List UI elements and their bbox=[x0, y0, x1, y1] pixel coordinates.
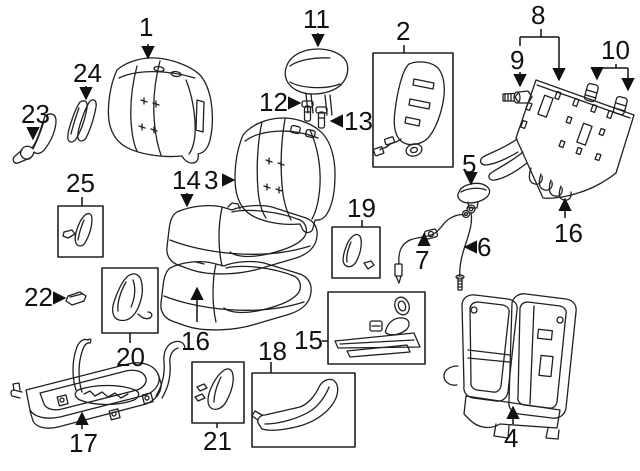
callout-10: 10 bbox=[601, 35, 630, 65]
part-25-box bbox=[57, 205, 104, 258]
callout-3: 3 bbox=[204, 165, 219, 195]
callout-5: 5 bbox=[462, 149, 477, 179]
bolt-9-drawing bbox=[502, 90, 533, 104]
callout-4: 4 bbox=[504, 423, 519, 453]
callout-14: 14 bbox=[172, 165, 201, 195]
part-21-box bbox=[191, 361, 245, 424]
part-20-box bbox=[101, 267, 159, 334]
seat-frame-drawing bbox=[10, 338, 186, 429]
callout-19: 19 bbox=[347, 193, 376, 223]
callout-13: 13 bbox=[344, 106, 373, 136]
clip-22-drawing bbox=[65, 291, 87, 306]
callout-9: 9 bbox=[510, 45, 525, 75]
callout-12: 12 bbox=[259, 87, 288, 117]
seat-back-frame-drawing bbox=[443, 293, 577, 440]
seat-cushion-cover-drawing bbox=[160, 260, 312, 331]
callout-17: 17 bbox=[69, 428, 98, 458]
callout-21: 21 bbox=[203, 426, 232, 456]
callout-16-cushion: 16 bbox=[181, 326, 210, 356]
bracket-24-drawing bbox=[67, 99, 97, 143]
callout-6: 6 bbox=[477, 232, 492, 262]
callout-15: 15 bbox=[294, 325, 323, 355]
part-2-box bbox=[372, 52, 454, 168]
part-15-box bbox=[327, 291, 426, 365]
part-18-box bbox=[251, 372, 356, 448]
guide-10-drawing bbox=[583, 83, 628, 116]
callout-22: 22 bbox=[24, 282, 53, 312]
callout-18: 18 bbox=[258, 336, 287, 366]
rear-panel-drawing bbox=[479, 79, 635, 201]
cap-5-drawing bbox=[457, 182, 491, 209]
headrest-guide-12-drawing bbox=[301, 100, 314, 122]
callout-2: 2 bbox=[396, 16, 411, 46]
callout-20: 20 bbox=[116, 342, 145, 372]
callout-11: 11 bbox=[303, 4, 330, 34]
callout-23: 23 bbox=[21, 99, 50, 129]
cable-7-drawing bbox=[394, 209, 471, 284]
callout-25: 25 bbox=[66, 168, 95, 198]
seat-cushion-pad-drawing bbox=[166, 202, 318, 275]
seat-back-cover-drawing bbox=[107, 57, 214, 164]
callout-16-panel: 16 bbox=[554, 218, 583, 248]
headrest-guide-13-drawing bbox=[315, 106, 328, 129]
part-19-box bbox=[331, 226, 381, 279]
leader-8-bracket bbox=[519, 29, 559, 46]
headrest-drawing bbox=[284, 48, 349, 116]
callout-8: 8 bbox=[531, 0, 546, 30]
callout-1: 1 bbox=[139, 12, 154, 42]
callout-7: 7 bbox=[415, 245, 430, 275]
callout-24: 24 bbox=[73, 58, 102, 88]
